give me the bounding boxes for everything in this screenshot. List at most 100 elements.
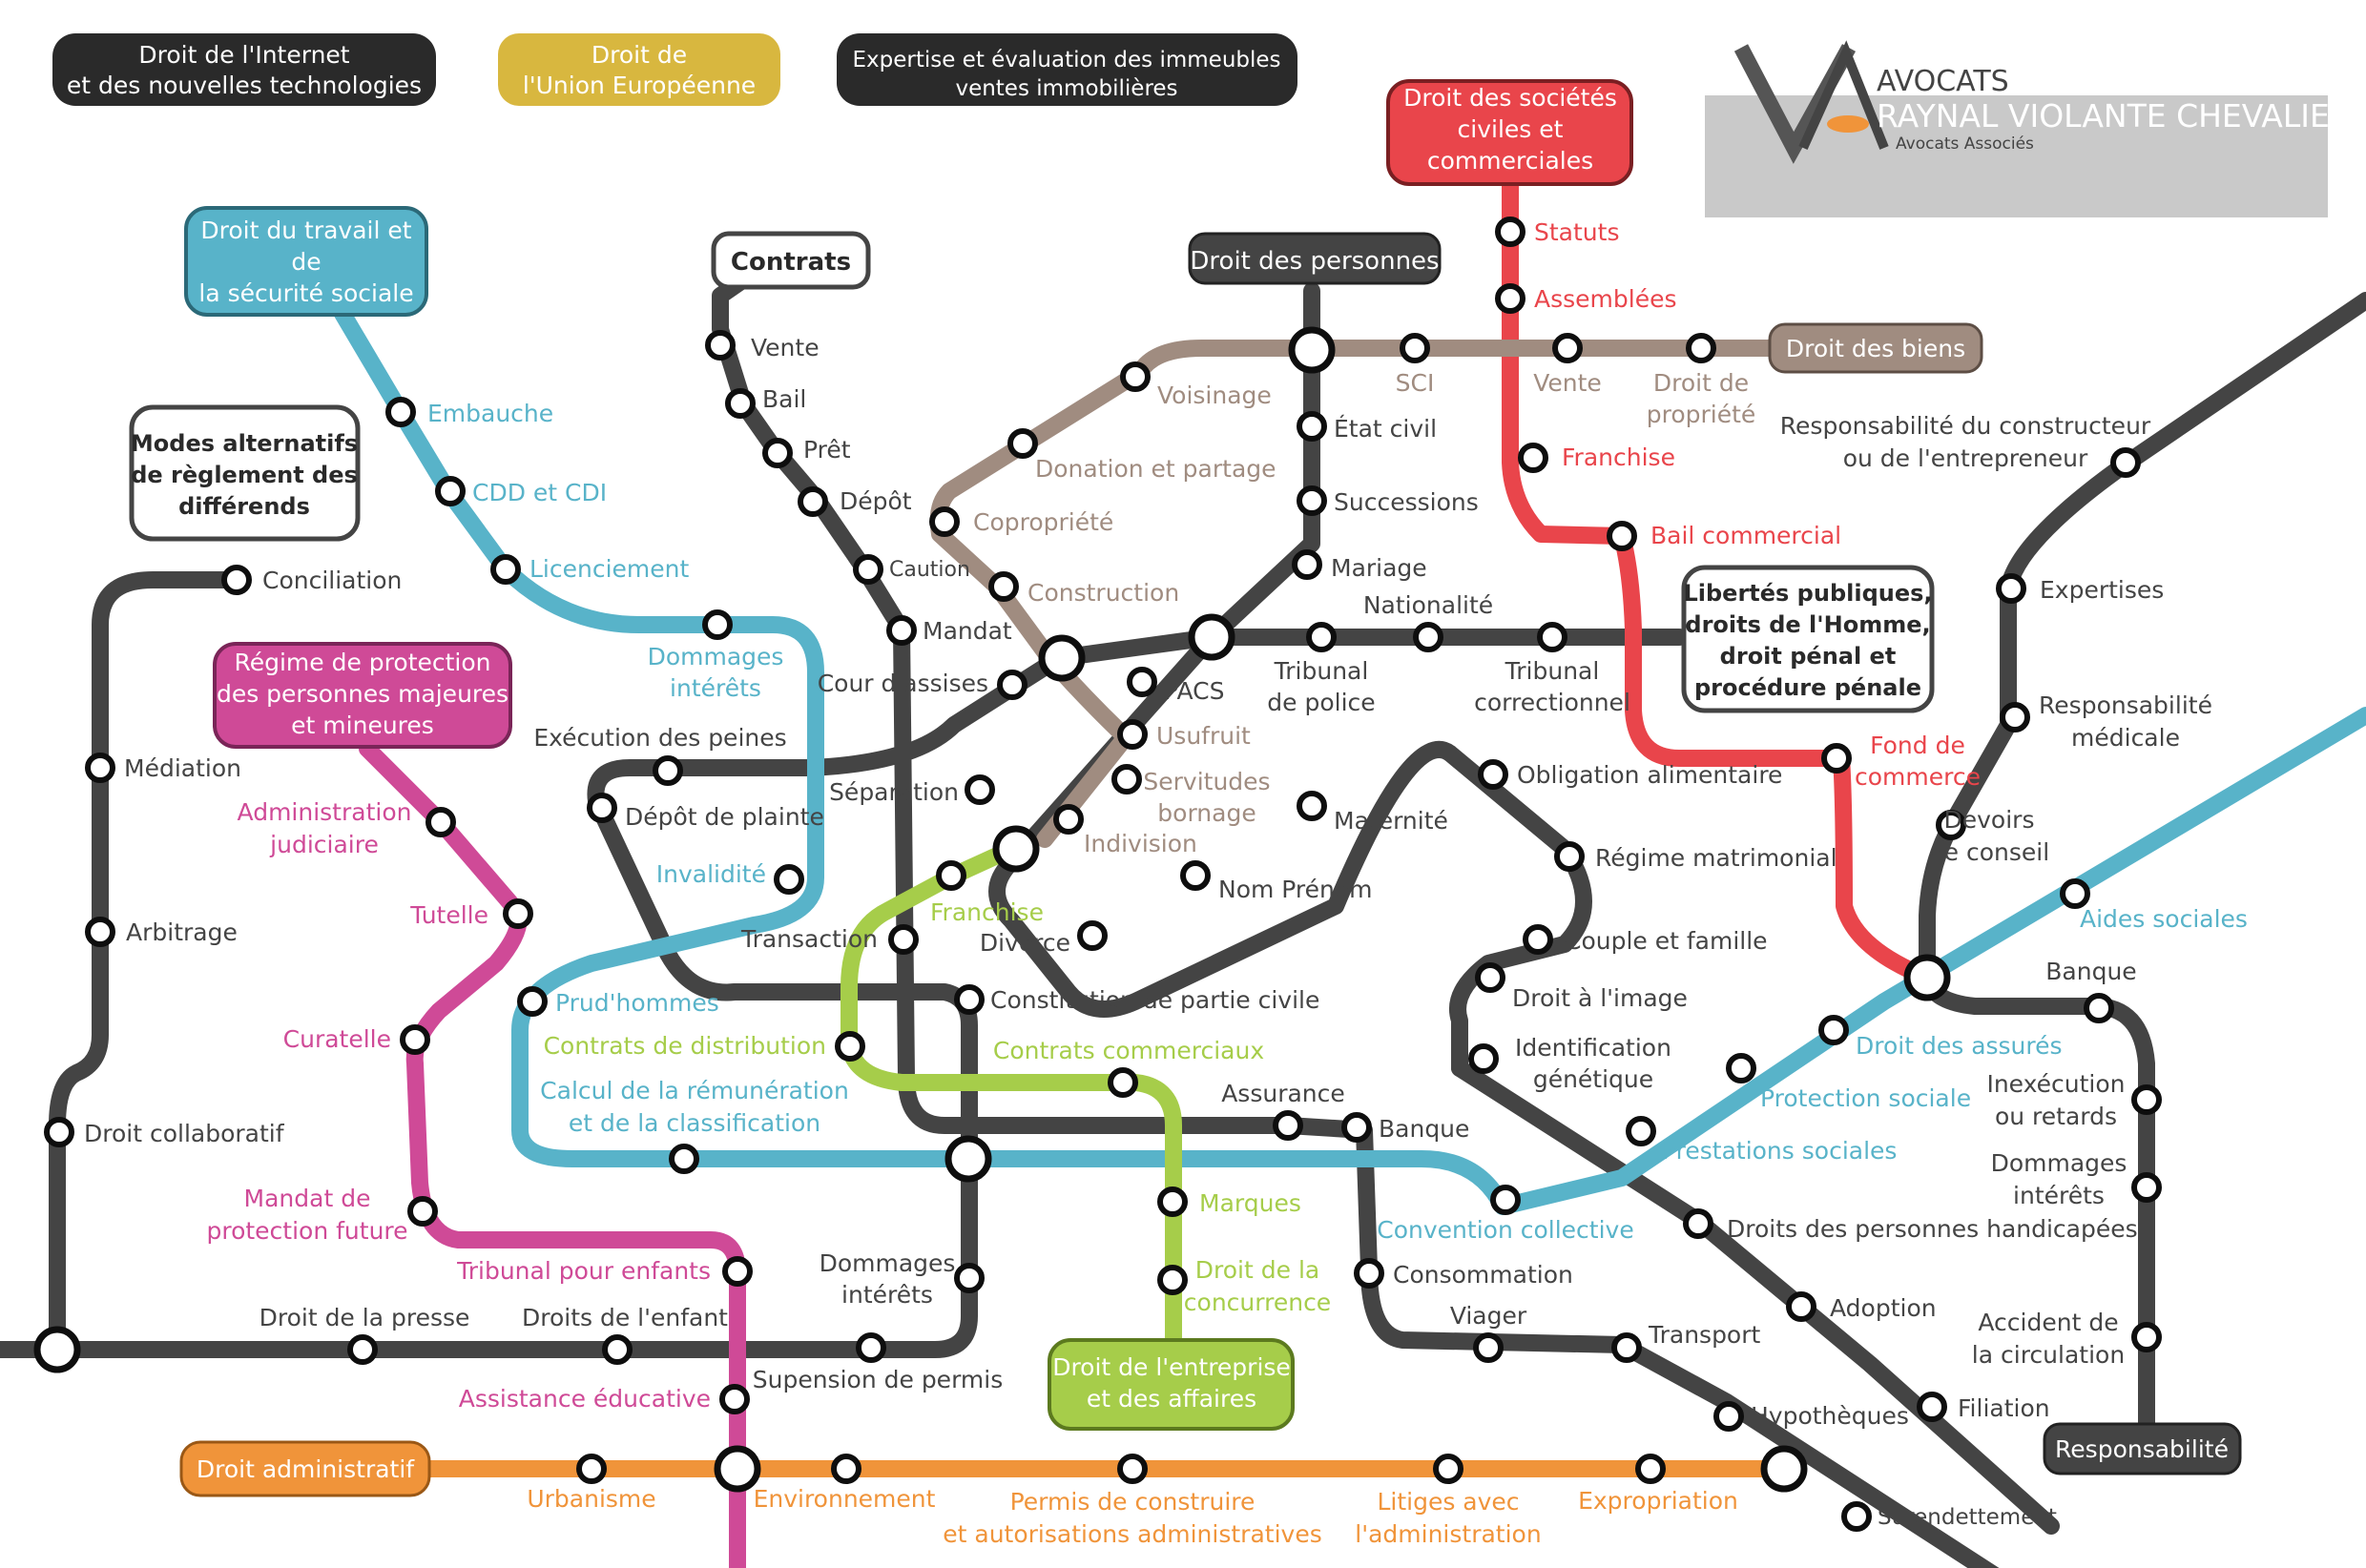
- station-invalidite[interactable]: [774, 864, 804, 895]
- station-assurance[interactable]: [1273, 1110, 1303, 1141]
- station-suspension[interactable]: [856, 1332, 886, 1363]
- station-separation[interactable]: [965, 774, 995, 805]
- station-resp-medicale[interactable]: [2000, 702, 2030, 732]
- station-collaboratif[interactable]: [44, 1117, 74, 1147]
- station-environnement[interactable]: [831, 1454, 861, 1484]
- station-admin-jud[interactable]: [425, 807, 456, 837]
- station-mandat-future[interactable]: [407, 1196, 438, 1227]
- station-licenciement[interactable]: [490, 554, 521, 585]
- station-transport[interactable]: [1611, 1332, 1642, 1363]
- station-bail[interactable]: [725, 388, 756, 419]
- station-vente-b[interactable]: [1552, 333, 1583, 363]
- station-filiation[interactable]: [1917, 1392, 1947, 1422]
- station-mandat[interactable]: [886, 615, 917, 646]
- hub-travail-libertes[interactable]: [944, 1135, 992, 1183]
- station-execution[interactable]: [653, 755, 683, 786]
- hub-personnes-biens[interactable]: [1288, 326, 1336, 374]
- station-resp-constructeur[interactable]: [2110, 447, 2141, 478]
- station-franchise-r[interactable]: [1518, 443, 1548, 473]
- station-trib-police[interactable]: [1306, 622, 1337, 652]
- station-cdd[interactable]: [435, 476, 466, 506]
- hub-regime-admin[interactable]: [714, 1445, 761, 1493]
- badge-personnes[interactable]: Droit des personnes: [1188, 232, 1442, 285]
- badge-responsabilite[interactable]: Responsabilité: [2043, 1422, 2242, 1475]
- station-surendettement[interactable]: [1841, 1501, 1872, 1532]
- station-assures[interactable]: [1818, 1015, 1849, 1045]
- station-handicapees[interactable]: [1683, 1208, 1713, 1239]
- station-prudhommes[interactable]: [517, 986, 548, 1017]
- station-aides[interactable]: [2060, 878, 2090, 909]
- station-banque-r[interactable]: [2084, 993, 2114, 1023]
- station-mediation[interactable]: [85, 753, 115, 783]
- station-enfant[interactable]: [602, 1334, 633, 1365]
- station-couple[interactable]: [1523, 924, 1553, 955]
- station-constitution[interactable]: [954, 984, 985, 1015]
- station-cour-assises[interactable]: [997, 670, 1027, 700]
- station-usufruit[interactable]: [1117, 719, 1148, 750]
- station-concurrence[interactable]: [1157, 1265, 1188, 1295]
- station-viager[interactable]: [1473, 1332, 1504, 1363]
- hub-contrats-libertes[interactable]: [1038, 634, 1086, 682]
- hub-contrats-admin[interactable]: [1760, 1445, 1808, 1493]
- station-transaction[interactable]: [888, 924, 919, 955]
- station-accident[interactable]: [2131, 1322, 2162, 1352]
- station-devoirs[interactable]: [1936, 810, 1966, 840]
- station-dommages-g[interactable]: [954, 1263, 985, 1293]
- station-permis[interactable]: [1117, 1454, 1148, 1484]
- station-assistance[interactable]: [719, 1384, 750, 1414]
- station-arbitrage[interactable]: [85, 917, 115, 947]
- station-voisinage[interactable]: [1120, 361, 1151, 392]
- station-donation[interactable]: [1007, 428, 1038, 459]
- station-franchise-g[interactable]: [936, 860, 966, 891]
- hub-personnes-entreprise[interactable]: [992, 825, 1040, 873]
- station-nom-prenom[interactable]: [1180, 860, 1211, 891]
- station-marques[interactable]: [1157, 1186, 1188, 1217]
- badge-contrats[interactable]: Contrats: [711, 231, 871, 290]
- station-caution[interactable]: [853, 554, 883, 585]
- station-depot[interactable]: [798, 486, 828, 517]
- station-dommages-r[interactable]: [2131, 1172, 2162, 1203]
- station-litiges[interactable]: [1433, 1454, 1463, 1484]
- station-consommation[interactable]: [1354, 1258, 1384, 1289]
- station-distribution[interactable]: [835, 1031, 865, 1062]
- station-inexecution[interactable]: [2131, 1084, 2162, 1115]
- station-presse[interactable]: [347, 1334, 378, 1365]
- station-divorce[interactable]: [1077, 920, 1108, 951]
- station-prestations[interactable]: [1626, 1116, 1656, 1146]
- station-depot-plainte[interactable]: [587, 793, 617, 823]
- station-banque-g[interactable]: [1341, 1112, 1372, 1143]
- station-convention[interactable]: [1490, 1185, 1521, 1215]
- station-fond-commerce[interactable]: [1821, 743, 1852, 774]
- station-pret[interactable]: [762, 438, 793, 468]
- hub-responsabilite-travail[interactable]: [1903, 954, 1951, 1001]
- hub-modes-libertes[interactable]: [33, 1326, 81, 1373]
- station-expertises[interactable]: [1996, 573, 2026, 604]
- station-copropriete[interactable]: [929, 506, 960, 537]
- station-urbanisme[interactable]: [576, 1454, 607, 1484]
- station-adoption[interactable]: [1786, 1291, 1816, 1322]
- station-obligation[interactable]: [1478, 759, 1508, 790]
- station-pacs[interactable]: [1127, 667, 1157, 697]
- badge-admin[interactable]: Droit administratif: [179, 1440, 431, 1497]
- hub-personnes-libertes[interactable]: [1188, 613, 1235, 661]
- station-commerciaux[interactable]: [1108, 1067, 1138, 1098]
- station-embauche[interactable]: [385, 397, 416, 427]
- station-calcul[interactable]: [669, 1144, 699, 1174]
- station-indivision[interactable]: [1053, 804, 1084, 835]
- station-curatelle[interactable]: [400, 1024, 430, 1055]
- station-statuts[interactable]: [1495, 217, 1525, 247]
- station-nationalite[interactable]: [1413, 622, 1443, 652]
- station-propriete[interactable]: [1686, 333, 1716, 363]
- badge-biens[interactable]: Droit des biens: [1768, 322, 1983, 374]
- station-expropriation[interactable]: [1635, 1454, 1666, 1484]
- station-sci[interactable]: [1400, 333, 1430, 363]
- station-etat-civil[interactable]: [1297, 411, 1327, 442]
- station-mariage[interactable]: [1292, 549, 1322, 580]
